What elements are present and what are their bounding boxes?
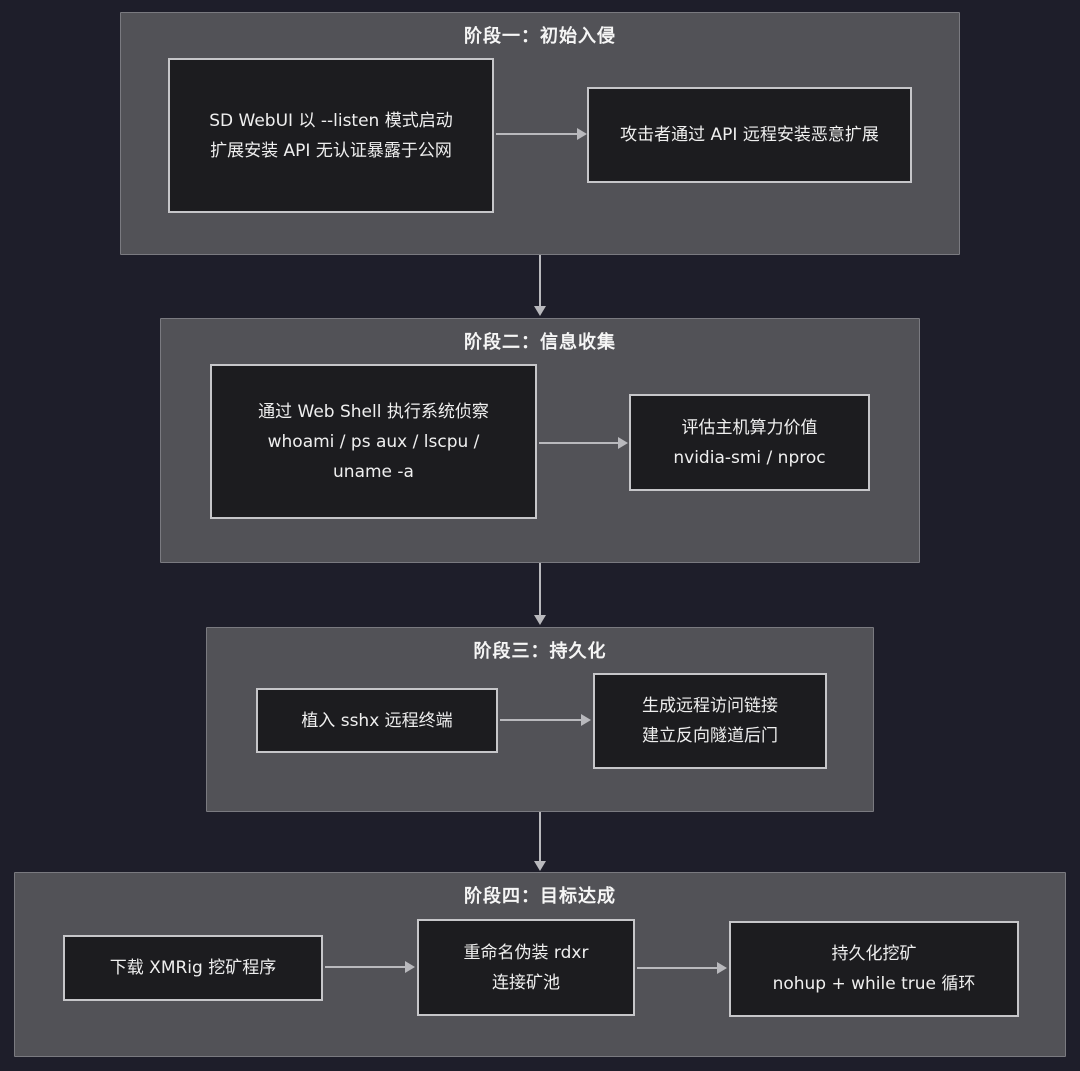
flow-node-attacker-install-extension: 攻击者通过 API 远程安装恶意扩展 — [587, 87, 912, 183]
stage-3-persistence: 阶段三：持久化 植入 sshx 远程终端 生成远程访问链接 建立反向隧道后门 — [206, 627, 874, 812]
arrow-right-icon — [500, 714, 591, 726]
flow-node-webshell-recon: 通过 Web Shell 执行系统侦察 whoami / ps aux / ls… — [210, 364, 537, 519]
flow-node-rename-rdxr-pool: 重命名伪装 rdxr 连接矿池 — [417, 919, 635, 1016]
node-text-line: 连接矿池 — [492, 972, 560, 993]
node-text-line: 通过 Web Shell 执行系统侦察 — [258, 401, 489, 422]
stage-title: 阶段一：初始入侵 — [464, 26, 616, 47]
stage-4-objective-achieved: 阶段四：目标达成 下载 XMRig 挖矿程序 重命名伪装 rdxr 连接矿池 持… — [14, 872, 1066, 1057]
flow-node-implant-sshx: 植入 sshx 远程终端 — [256, 688, 498, 753]
node-text-line: 重命名伪装 rdxr — [463, 942, 589, 963]
flow-node-download-xmrig: 下载 XMRig 挖矿程序 — [63, 935, 323, 1001]
node-text-line: 下载 XMRig 挖矿程序 — [109, 958, 277, 978]
node-text-line: uname -a — [333, 461, 414, 482]
flow-node-persistent-mining: 持久化挖矿 nohup + while true 循环 — [729, 921, 1019, 1017]
node-text-line: 植入 sshx 远程终端 — [301, 710, 453, 731]
flow-node-assess-compute-value: 评估主机算力价值 nvidia-smi / nproc — [629, 394, 870, 491]
stage-title: 阶段四：目标达成 — [464, 886, 616, 907]
flow-node-sdwebui-listen: SD WebUI 以 --listen 模式启动 扩展安装 API 无认证暴露于… — [168, 58, 494, 213]
node-text-line: 建立反向隧道后门 — [642, 726, 778, 746]
node-text-line: 攻击者通过 API 远程安装恶意扩展 — [620, 125, 879, 145]
node-text-line: 生成远程访问链接 — [642, 696, 778, 716]
node-text-line: nvidia-smi / nproc — [673, 447, 826, 468]
arrow-right-icon — [637, 962, 727, 974]
arrow-right-icon — [325, 961, 415, 973]
arrow-right-icon — [496, 128, 587, 140]
node-text-line: 扩展安装 API 无认证暴露于公网 — [210, 140, 452, 161]
arrow-down-icon — [534, 563, 546, 625]
stage-title: 阶段二：信息收集 — [464, 332, 616, 353]
stage-title: 阶段三：持久化 — [473, 641, 607, 662]
node-text-line: 评估主机算力价值 — [681, 417, 818, 438]
arrow-down-icon — [534, 812, 546, 871]
stage-1-initial-intrusion: 阶段一：初始入侵 SD WebUI 以 --listen 模式启动 扩展安装 A… — [120, 12, 960, 255]
node-text-line: SD WebUI 以 --listen 模式启动 — [209, 110, 453, 131]
node-text-line: whoami / ps aux / lscpu / — [267, 431, 480, 452]
node-text-line: 持久化挖矿 — [831, 944, 917, 964]
arrow-down-icon — [534, 255, 546, 316]
arrow-right-icon — [539, 437, 628, 449]
node-text-line: nohup + while true 循环 — [772, 974, 976, 994]
stage-2-information-gathering: 阶段二：信息收集 通过 Web Shell 执行系统侦察 whoami / ps… — [160, 318, 920, 563]
flow-node-reverse-tunnel-backdoor: 生成远程访问链接 建立反向隧道后门 — [593, 673, 827, 769]
